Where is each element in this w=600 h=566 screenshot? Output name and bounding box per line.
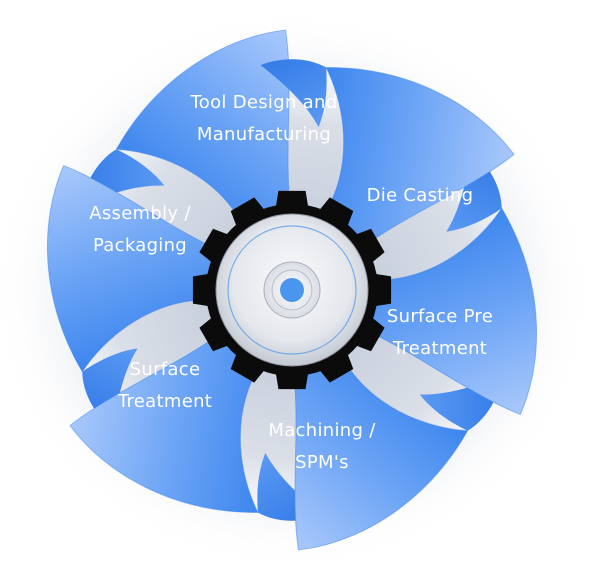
segment-label-machining: Machining / SPM's [268, 420, 376, 473]
segment-label-line: Tool Design and [190, 92, 338, 113]
segment-label-line: SPM's [295, 452, 349, 473]
segment-label-line: Treatment [117, 391, 212, 412]
segment-label-line: Assembly / [89, 203, 191, 224]
process-blades [46, 29, 538, 551]
segment-label-assembly: Assembly / Packaging [89, 203, 191, 256]
segment-label-line: Die Casting [367, 185, 474, 206]
segment-label-line: Packaging [93, 235, 187, 256]
segment-label-die-casting: Die Casting [367, 185, 474, 206]
segment-label-line: Manufacturing [197, 124, 331, 145]
segment-label-line: Treatment [392, 338, 487, 359]
gear-icon [192, 190, 392, 390]
segment-label-line: Surface [130, 359, 201, 380]
hub-ring [227, 225, 357, 355]
hub-inner-ring [271, 269, 313, 311]
segment-label-line: Machining / [268, 420, 376, 441]
hub-center-dot [280, 278, 304, 302]
segment-label-line: Surface Pre [387, 306, 493, 327]
blade-fold [260, 59, 327, 128]
